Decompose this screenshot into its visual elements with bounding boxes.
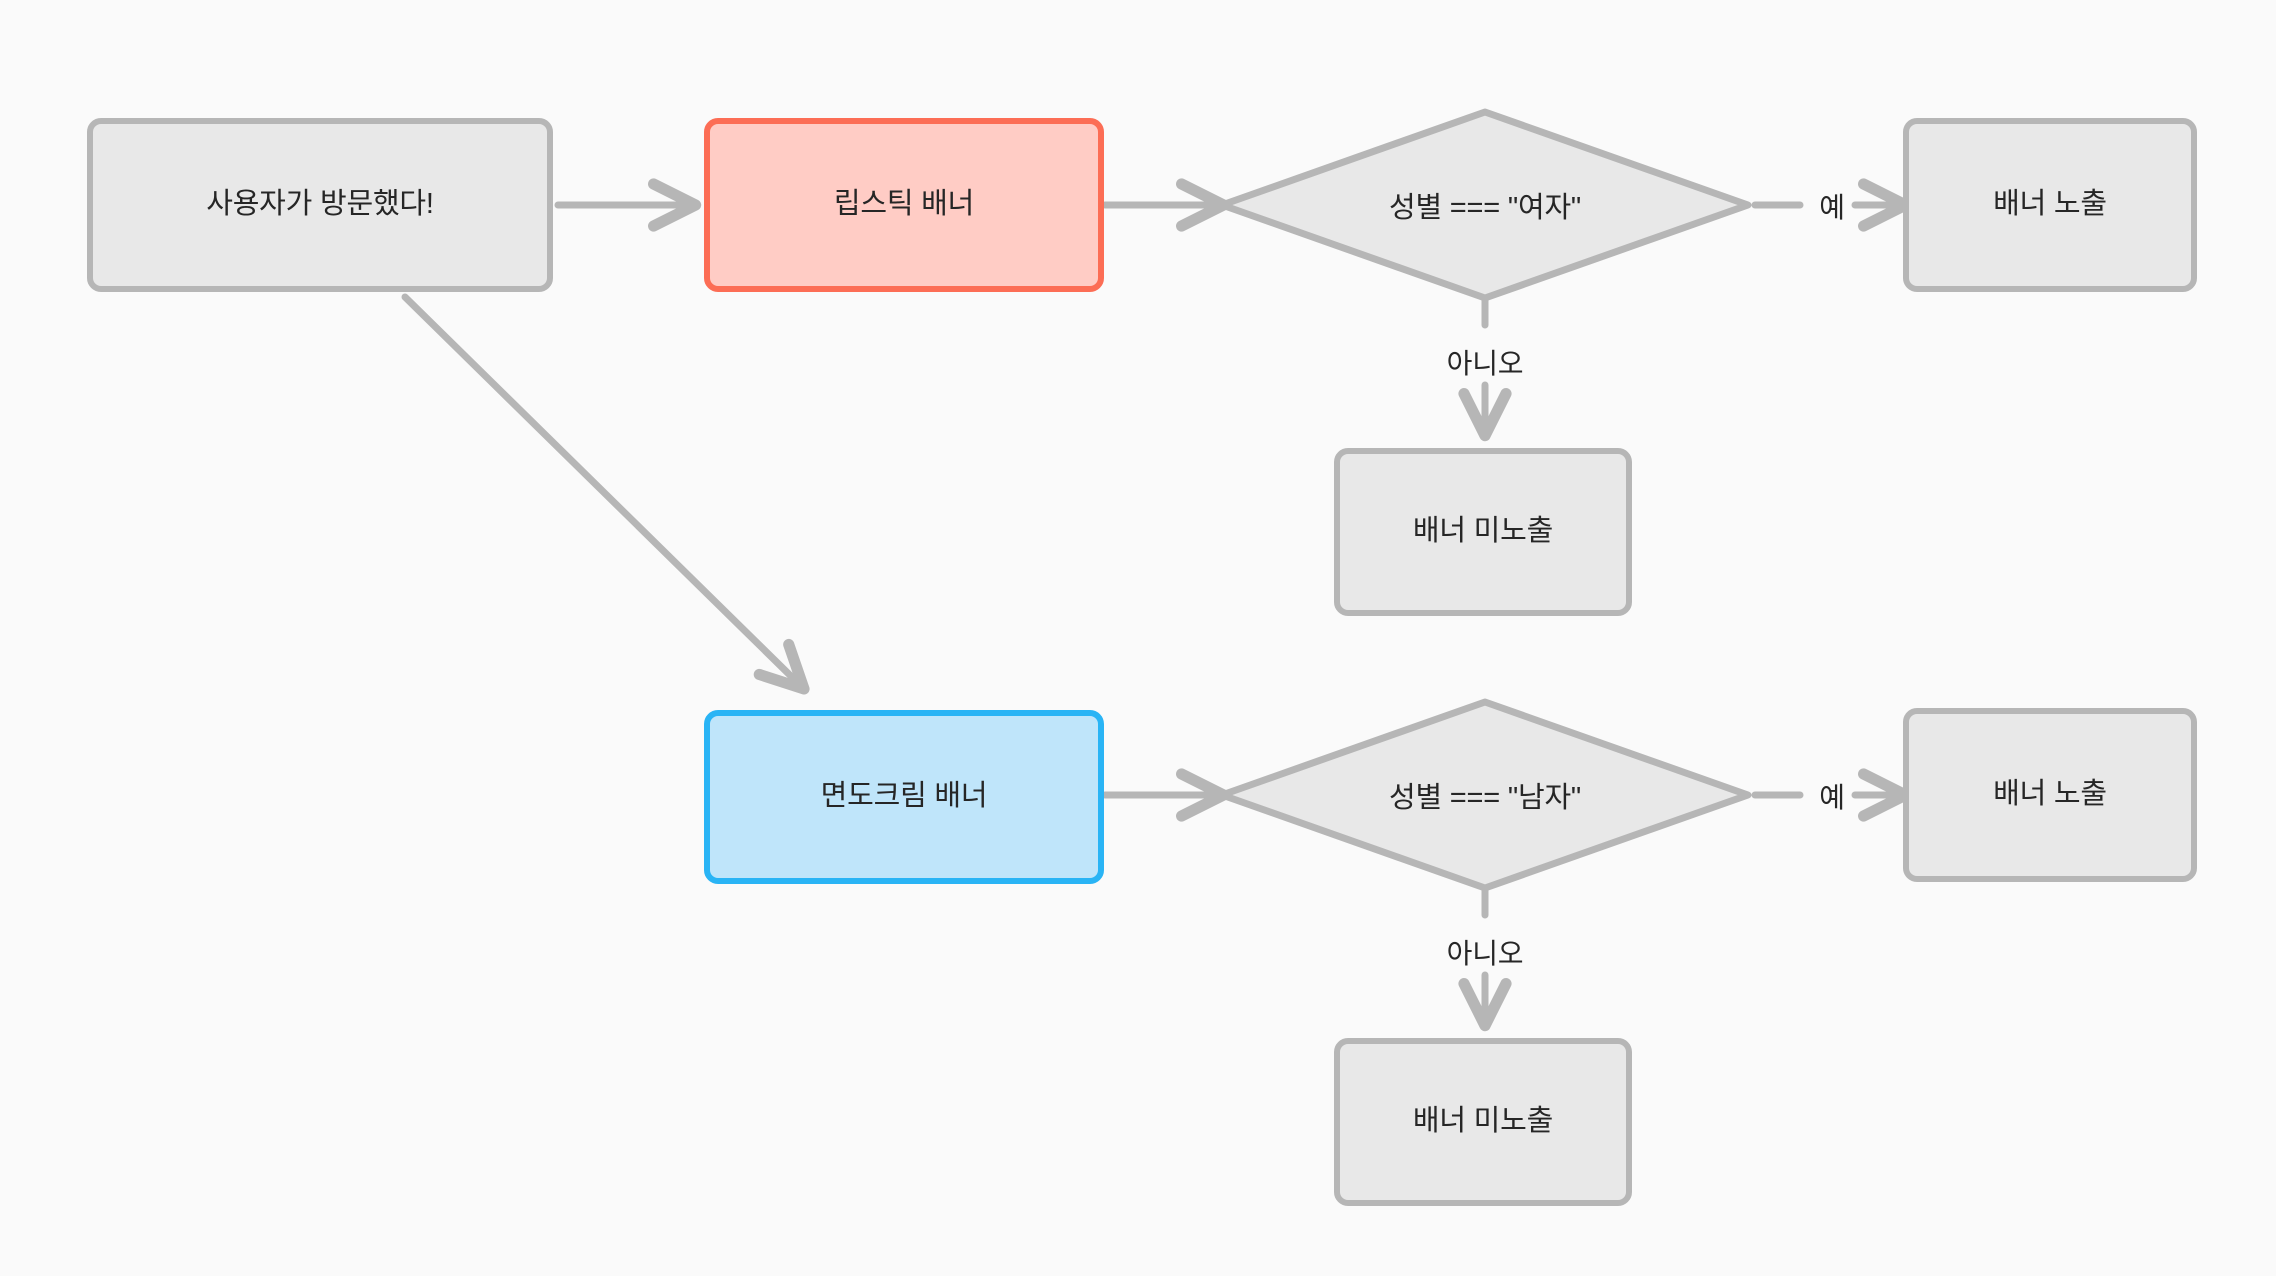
node-condition-male[interactable]: 성별 === "남자" bbox=[1222, 702, 1748, 888]
node-hide-banner-female[interactable]: 배너 미노출 bbox=[1334, 448, 1632, 616]
node-show-banner-male-label: 배너 노출 bbox=[1993, 778, 2107, 811]
node-lipstick-banner[interactable]: 립스틱 배너 bbox=[704, 118, 1104, 292]
edge-label-male-no: 아니오 bbox=[1446, 938, 1524, 969]
node-condition-female[interactable]: 성별 === "여자" bbox=[1222, 112, 1748, 298]
node-lipstick-banner-label: 립스틱 배너 bbox=[833, 188, 975, 221]
edge-label-female-no: 아니오 bbox=[1446, 348, 1524, 379]
node-hide-banner-male[interactable]: 배너 미노출 bbox=[1334, 1038, 1632, 1206]
node-show-banner-female-label: 배너 노출 bbox=[1993, 188, 2107, 221]
node-show-banner-female[interactable]: 배너 노출 bbox=[1903, 118, 2197, 292]
edge-label-male-yes: 예 bbox=[1819, 782, 1845, 813]
node-shaving-cream-banner-label: 면도크림 배너 bbox=[820, 780, 988, 813]
edge-start-to-shaving-cream bbox=[401, 293, 810, 695]
node-start-label: 사용자가 방문했다! bbox=[206, 188, 434, 221]
node-condition-female-label: 성별 === "여자" bbox=[1388, 192, 1582, 224]
node-shaving-cream-banner[interactable]: 면도크림 배너 bbox=[704, 710, 1104, 884]
node-hide-banner-male-label: 배너 미노출 bbox=[1412, 1105, 1554, 1138]
node-condition-male-label: 성별 === "남자" bbox=[1388, 782, 1582, 814]
node-hide-banner-female-label: 배너 미노출 bbox=[1412, 515, 1554, 548]
node-start[interactable]: 사용자가 방문했다! bbox=[87, 118, 553, 292]
edge-label-female-yes: 예 bbox=[1819, 192, 1845, 223]
node-show-banner-male[interactable]: 배너 노출 bbox=[1903, 708, 2197, 882]
